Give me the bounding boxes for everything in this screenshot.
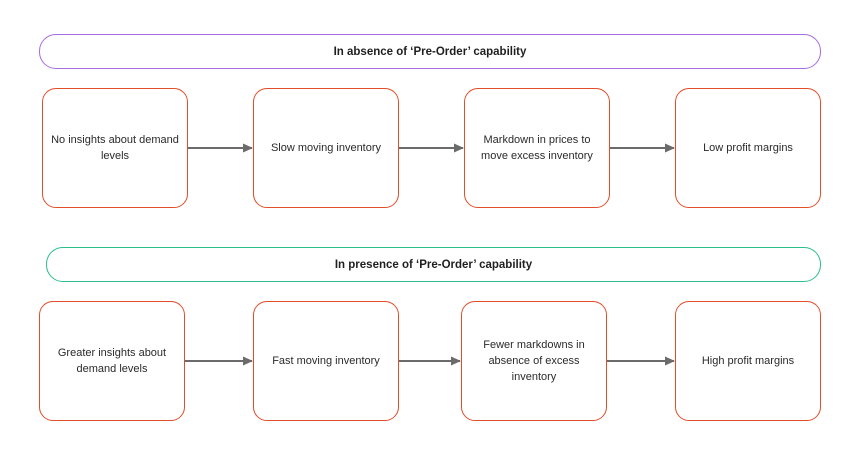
step-no-insights-box: No insights about demand levels	[42, 88, 188, 208]
step-slow-moving-box: Slow moving inventory	[253, 88, 399, 208]
step-label: No insights about demand levels	[51, 134, 179, 162]
step-high-margins-box: High profit margins	[675, 301, 821, 421]
step-fewer-markdowns-box: Fewer markdowns in absence of excess inv…	[461, 301, 607, 421]
presence-section-header: In presence of ‘Pre-Order’ capability	[46, 247, 821, 282]
step-label: Low profit margins	[703, 142, 793, 154]
step-label: Greater insights about demand levels	[57, 347, 167, 375]
step-low-margins-box: Low profit margins	[675, 88, 821, 208]
step-fast-moving-box: Fast moving inventory	[253, 301, 399, 421]
absence-section-header: In absence of ‘Pre-Order’ capability	[39, 34, 821, 69]
step-markdown-box: Markdown in prices to move excess invent…	[464, 88, 610, 208]
absence-section-title: In absence of ‘Pre-Order’ capability	[333, 45, 527, 58]
step-label: High profit margins	[701, 355, 795, 367]
step-label: Fast moving inventory	[272, 355, 380, 367]
step-greater-insights-box: Greater insights about demand levels	[39, 301, 185, 421]
presence-section-title: In presence of ‘Pre-Order’ capability	[334, 258, 533, 271]
step-label: Fewer markdowns in absence of excess inv…	[483, 339, 585, 383]
step-label: Slow moving inventory	[270, 142, 382, 154]
step-label: Markdown in prices to move excess invent…	[481, 134, 593, 162]
